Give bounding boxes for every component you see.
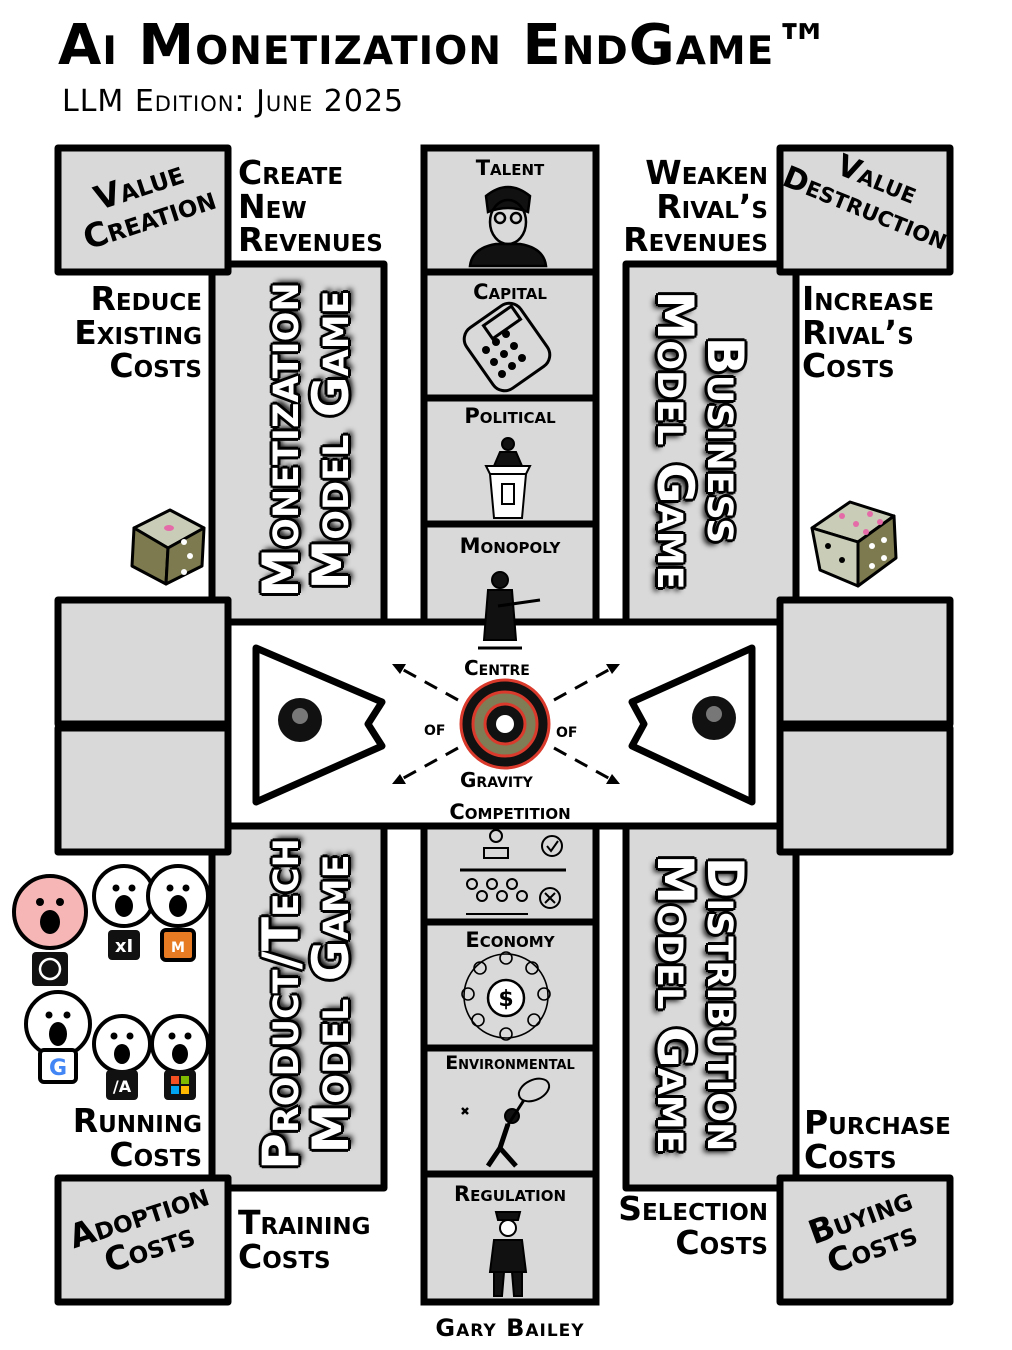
environmental-label: Environmental [445, 1052, 575, 1074]
political-label: Political [464, 404, 556, 428]
monetization-model-game-label: Monetization Model Game [252, 282, 360, 598]
character-xai: xI [92, 864, 156, 960]
woman-with-gun-icon [478, 571, 541, 650]
author-credit: Gary Bailey [435, 1314, 585, 1342]
svg-text:G: G [49, 1056, 67, 1081]
svg-text:xI: xI [115, 936, 133, 957]
value-creation-square [54, 144, 232, 276]
calculator-icon [462, 301, 552, 393]
left-pointer-shape [252, 644, 386, 806]
competition-people-icon [460, 829, 566, 915]
character-microsoft [150, 1014, 210, 1100]
training-costs-label: Training Costs [238, 1203, 371, 1276]
economy-label: Economy [465, 928, 555, 952]
police-officer-icon [488, 1211, 528, 1297]
buying-costs-square [776, 1174, 954, 1306]
product-tech-model-game-label: Product/Tech Model Game [252, 838, 360, 1170]
right-pointer-shape [628, 644, 756, 806]
centre-label: Centre [464, 656, 530, 680]
value-destruction-square [776, 144, 954, 276]
person-glasses-icon [468, 185, 548, 268]
weaken-rivals-revenues-label: Weaken Rival’s Revenues [623, 153, 768, 260]
competition-label: Competition [449, 800, 571, 824]
increase-rivals-costs-label: Increase Rival’s Costs [802, 279, 934, 386]
character-mistral: M [146, 864, 210, 962]
dollar-network-icon: $ [461, 951, 551, 1041]
character-anthropic: /A [92, 1014, 152, 1100]
distribution-model-game-label: Distribution Model Game [646, 854, 754, 1154]
character-google: G [24, 990, 92, 1084]
butterfly-net-icon [461, 1077, 551, 1168]
adoption-costs-square [54, 1174, 232, 1306]
create-new-revenues-label: Create New Revenues [238, 153, 383, 260]
svg-text:/A: /A [113, 1077, 132, 1096]
centre-of-gravity-target [459, 678, 551, 770]
page-subtitle: LLM Edition: June 2025 [62, 84, 405, 119]
gravity-label: Gravity [460, 768, 533, 792]
left-board-lane [54, 144, 388, 1306]
of-left-label: of [424, 716, 446, 740]
centre-column-top [420, 144, 600, 654]
podium-speaker-icon [484, 437, 532, 519]
purchase-costs-label: Purchase Costs [804, 1103, 951, 1176]
character-openai [12, 874, 88, 986]
dice-icon [810, 500, 898, 588]
selection-costs-label: Selection Costs [618, 1189, 768, 1262]
gravity-arrows [392, 664, 620, 784]
regulation-label: Regulation [453, 1182, 567, 1206]
talent-label: Talent [475, 156, 545, 180]
of-right-label: of [556, 718, 578, 742]
dice-icon [130, 508, 206, 586]
reduce-existing-costs-label: Reduce Existing Costs [74, 279, 202, 386]
running-costs-label: Running Costs [72, 1101, 202, 1174]
svg-text:M: M [171, 940, 185, 956]
svg-text:$: $ [498, 987, 513, 1012]
business-model-game-label: Business Model Game [646, 290, 754, 590]
capital-label: Capital [473, 280, 547, 304]
page-title: Ai Monetization EndGame™ [58, 13, 832, 78]
character-group: xI M G /A [12, 864, 210, 1100]
monopoly-label: Monopoly [459, 534, 561, 558]
